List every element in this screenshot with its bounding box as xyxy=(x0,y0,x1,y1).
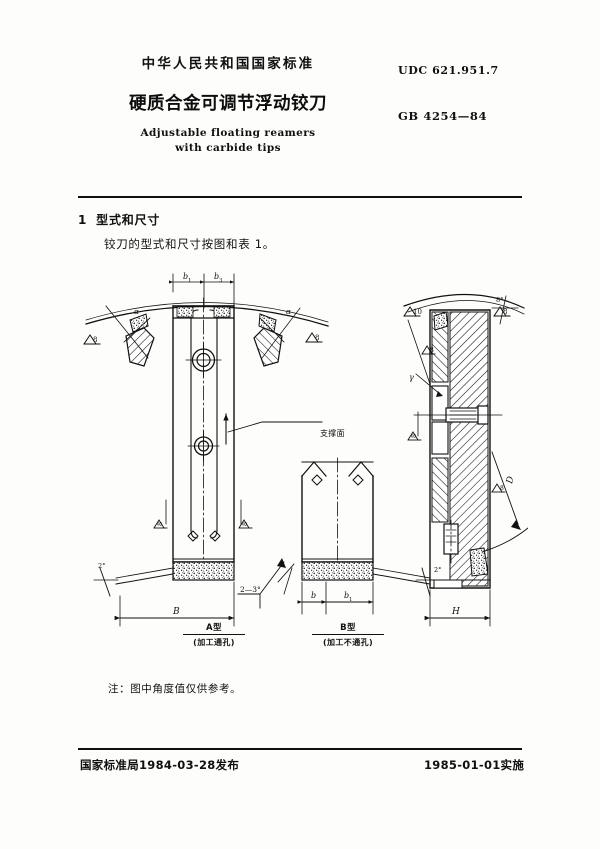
finish-symbol-left xyxy=(83,334,101,345)
figure-caption-a-sub: (加工通孔) xyxy=(193,637,235,647)
finish-value-body-right: 8 xyxy=(241,522,249,526)
figure-caption-b-sub: (加工不通孔) xyxy=(322,637,374,647)
carbide-tip-right xyxy=(253,313,283,367)
angle-2-3-callout xyxy=(237,558,295,609)
leader-D xyxy=(481,451,528,553)
standard-number: GB 4254—84 xyxy=(398,109,488,123)
dim-H xyxy=(424,589,491,627)
finish-value-body-left: 8 xyxy=(156,522,164,526)
dim-label-H: H xyxy=(451,607,460,617)
english-title-line2: with carbide tips xyxy=(175,142,281,155)
angle-label-2-3: 2—3° xyxy=(240,585,261,594)
english-title-line1: Adjustable floating reamers xyxy=(140,127,316,139)
finish-value-section-right: 8 xyxy=(500,485,504,492)
page-title: 硬质合金可调节浮动铰刀 xyxy=(129,94,327,114)
finish-value-left: 8 xyxy=(93,336,97,344)
footer-divider-rule xyxy=(78,748,522,750)
angle-label-alpha-left: α xyxy=(134,307,139,316)
angle-2deg-left xyxy=(93,567,119,597)
finish-value-inner: 8 xyxy=(430,347,434,354)
svg-text:1: 1 xyxy=(188,278,192,284)
dim-label-B: B xyxy=(172,607,180,617)
english-title: Adjustable floating reamers with carbide… xyxy=(78,126,378,156)
dim-B xyxy=(114,581,235,627)
angle-label-gamma: γ xyxy=(409,373,414,382)
dim-label-b: b xyxy=(311,591,316,600)
technical-drawing: b 1 b 3 B b b 1 H D α α γ 8° 2—3° 2° 2° … xyxy=(78,262,528,672)
finish-symbol-section-right xyxy=(491,483,506,493)
finish-symbol-body-right xyxy=(238,499,253,529)
svg-text:1: 1 xyxy=(349,597,353,603)
angle-alpha-left xyxy=(105,305,151,359)
finish-value-right: 8 xyxy=(315,334,319,342)
angle-8deg xyxy=(491,295,519,325)
finish-symbol-8-section-inner xyxy=(421,345,436,355)
udc-number: UDC 621.951.7 xyxy=(398,64,499,77)
support-face-label: 支撑面 xyxy=(320,429,345,438)
section-heading-label: 型式和尺寸 xyxy=(96,213,161,227)
figure-caption-a-type: A型 xyxy=(183,621,245,635)
angle-label-alpha-right: α xyxy=(286,307,291,316)
figure-note: 注：图中角度值仅供参考。 xyxy=(108,683,242,695)
angle-label-2deg-right: 2° xyxy=(434,566,441,574)
lower-screw xyxy=(443,519,459,565)
dim-label-D: D xyxy=(505,475,516,485)
footer-effective-date: 1985-01-01实施 xyxy=(424,758,525,772)
dim-label-b1: b xyxy=(183,272,188,281)
dim-label-b3: b xyxy=(214,272,219,281)
leader-gamma xyxy=(415,373,443,397)
section-number: 1 xyxy=(78,213,88,227)
header-divider-rule xyxy=(78,196,522,198)
dim-b-b1 xyxy=(297,581,374,615)
angle-label-8deg: 8° xyxy=(496,296,503,304)
document-header: 中华人民共和国国家标准 硬质合金可调节浮动铰刀 Adjustable float… xyxy=(78,52,522,156)
figure-caption-a: A型 (加工通孔) xyxy=(183,621,245,648)
national-standard-line: 中华人民共和国国家标准 xyxy=(141,56,315,72)
angle-alpha-right xyxy=(259,307,301,359)
finish-symbol-8-section-left xyxy=(407,411,422,441)
section-body-text: 铰刀的型式和尺寸按图和表 1。 xyxy=(104,237,275,251)
dim-label-b1-lower: b xyxy=(344,591,349,600)
finish-value-10: 10 xyxy=(413,308,422,316)
finish-value-8-right: 8 xyxy=(503,308,507,316)
adjusting-screw xyxy=(413,405,503,425)
angle-label-2deg-left: 2° xyxy=(98,562,105,570)
figure-caption-b-type: B型 xyxy=(312,621,384,635)
footer-issued-date: 国家标准局1984-03-28发布 xyxy=(80,758,240,772)
figure-caption-b: B型 (加工不通孔) xyxy=(312,621,384,648)
finish-value-8-left: 8 xyxy=(410,434,418,438)
finish-symbol-right xyxy=(305,332,323,343)
finish-symbol-10 xyxy=(403,306,431,385)
section-heading: 1 型式和尺寸 xyxy=(78,211,160,228)
svg-text:3: 3 xyxy=(219,278,223,284)
finish-symbol-body-left xyxy=(153,499,168,529)
reamer-drawing-svg: b 1 b 3 B b b 1 H D α α γ 8° 2—3° 2° 2° … xyxy=(83,272,528,627)
carbide-tip-left xyxy=(125,313,155,367)
